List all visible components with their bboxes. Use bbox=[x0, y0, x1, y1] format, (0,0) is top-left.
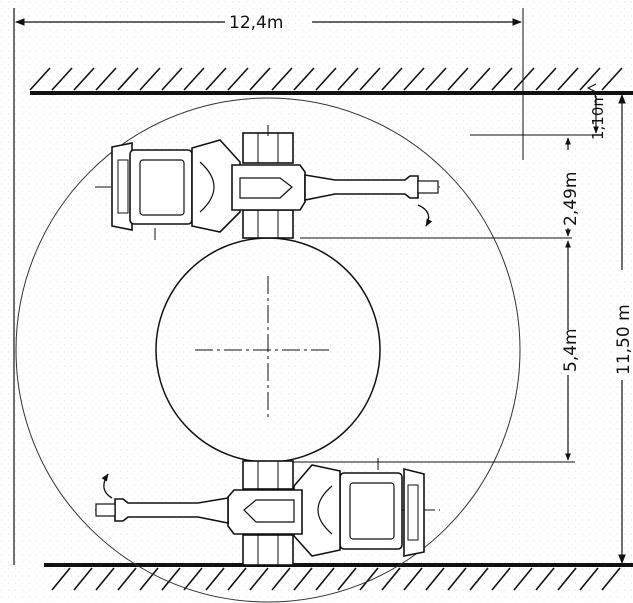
lower-vehicle bbox=[95, 458, 440, 566]
dimension-wall-clearance: 1,10m bbox=[470, 83, 607, 140]
outer-turning-circle bbox=[15, 97, 521, 603]
dimension-inner-diameter: 5,4m bbox=[290, 240, 581, 463]
vehicle-width-label: 2,49m bbox=[561, 172, 581, 226]
inner-diameter-label: 5,4m bbox=[561, 328, 581, 372]
top-wall bbox=[29, 67, 633, 95]
dimension-vehicle-width: 2,49m bbox=[300, 137, 581, 239]
dimension-overall-height: 11,50 m bbox=[560, 92, 633, 564]
wall-clearance-label: 1,10m bbox=[589, 92, 607, 140]
upper-vehicle bbox=[95, 125, 440, 240]
overall-height-label: 11,50 m bbox=[614, 304, 633, 375]
overall-width-label: 12,4m bbox=[229, 13, 283, 33]
bottom-wall bbox=[44, 563, 633, 591]
